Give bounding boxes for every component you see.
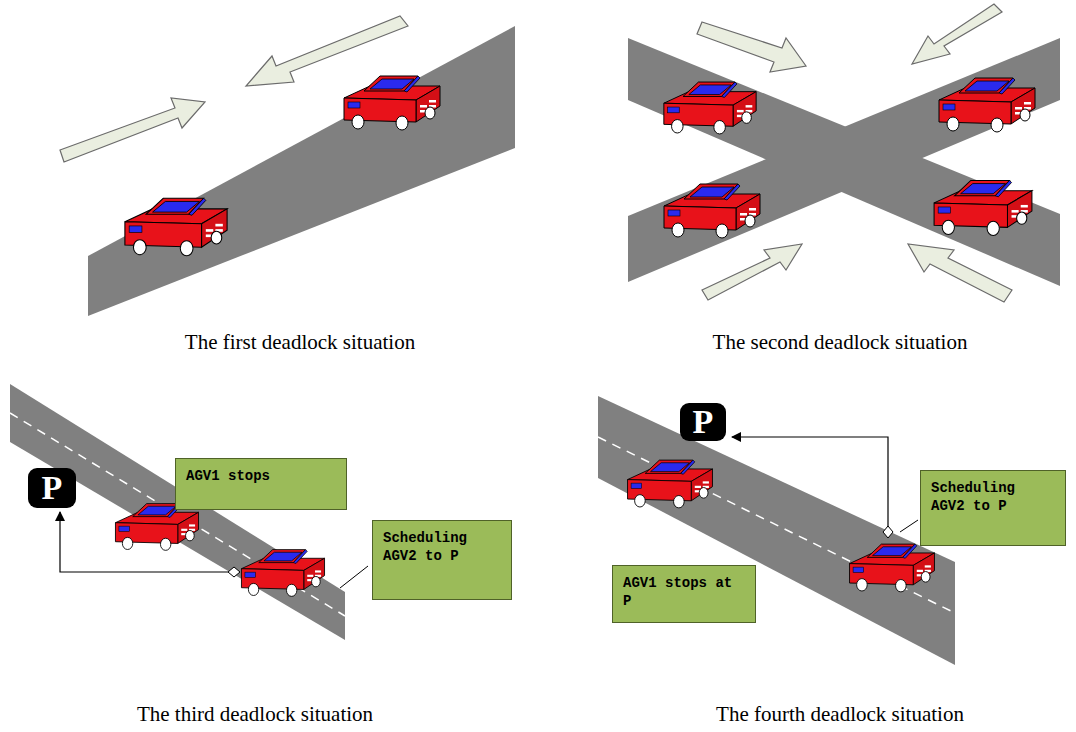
callout-text: AGV1 stops [186,467,336,485]
road [88,26,515,316]
car [628,460,713,508]
parking-sign: P [680,403,726,441]
callout-text: Scheduling AGV2 to P [931,479,1055,515]
callout-box: Scheduling AGV2 to P [372,520,512,600]
route-start [228,567,240,577]
road [628,38,1060,286]
leader-line [340,566,368,588]
route-start [883,526,893,538]
caption: The first deadlock situation [185,330,415,355]
direction-arrow [60,98,205,162]
route-arrow [60,512,228,572]
route-arrow [732,437,888,538]
car [125,198,227,255]
direction-arrow [912,4,1002,64]
callout-box: AGV1 stops at P [612,565,756,623]
leader-line [900,520,918,532]
road [628,38,1060,282]
car [344,76,440,130]
caption: The second deadlock situation [713,330,968,355]
callout-box: AGV1 stops [175,458,347,510]
callout-box: Scheduling AGV2 to P [920,470,1066,546]
car [850,544,935,592]
sign-letter: P [42,471,63,505]
direction-arrow [908,244,1012,302]
car [664,82,756,134]
caption: The third deadlock situation [137,702,373,727]
car [115,504,198,551]
center-line [10,413,345,616]
car [664,184,760,238]
direction-arrow [697,22,806,72]
car [934,180,1032,235]
car [241,550,324,597]
parking-sign: P [28,468,76,508]
sign-letter: P [693,405,714,439]
callout-text: Scheduling AGV2 to P [383,529,501,565]
center-line [598,437,955,613]
road [598,396,955,665]
road [10,384,345,640]
callout-text: AGV1 stops at P [623,574,745,610]
car [939,78,1035,132]
caption: The fourth deadlock situation [716,702,964,727]
direction-arrow [702,244,802,300]
